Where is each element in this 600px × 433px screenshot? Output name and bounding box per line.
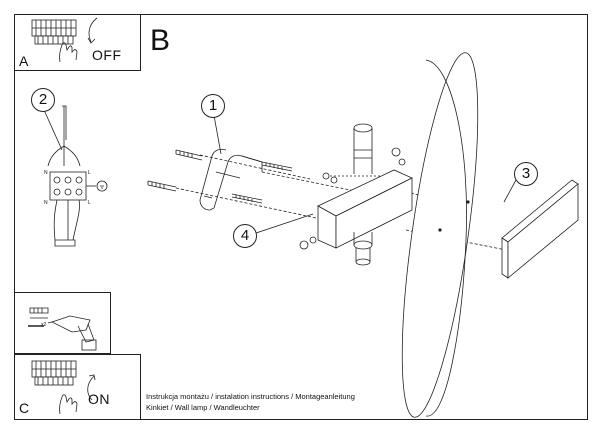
- callout-2: 2: [31, 88, 55, 112]
- drawing-frame: [14, 14, 588, 420]
- wiring-diagram-icon: [47, 105, 108, 247]
- oval-shade-icon: [401, 52, 479, 418]
- step-b-letter: B: [150, 24, 171, 57]
- caption-line-1: Instrukcja montażu / instalation instruc…: [146, 392, 355, 401]
- terminal-block-icon: [31, 19, 77, 45]
- dowel-icon: [28, 307, 49, 327]
- arrow-down-icon: [87, 17, 98, 44]
- drill-icon: [47, 315, 97, 351]
- screw-icon: [231, 161, 293, 204]
- neutral-label: N: [44, 200, 48, 206]
- terminal-block-icon: [31, 360, 77, 386]
- on-label: ON: [88, 391, 110, 407]
- dowel-count: x2: [41, 322, 47, 328]
- hand-icon: [59, 42, 78, 63]
- panel-c-letter: C: [19, 400, 30, 416]
- callout-4: 4: [233, 224, 257, 248]
- wall-dowel-icon: [147, 149, 203, 192]
- caption-line-2: Kinkiet / Wall lamp / Wandleuchter: [146, 403, 260, 412]
- hand-icon: [59, 394, 78, 415]
- mounting-bracket-icon: [199, 148, 263, 211]
- live-label: L: [88, 170, 91, 176]
- arrow-up-icon: [87, 374, 96, 401]
- lamp-socket-icon: [353, 123, 373, 266]
- nut-washer-icon: [299, 147, 406, 250]
- canopy-block-icon: [317, 169, 413, 249]
- off-label: OFF: [92, 47, 122, 63]
- panel-drilling: [14, 292, 111, 354]
- callout-1: 1: [201, 94, 225, 118]
- neutral-label: N: [44, 170, 48, 176]
- callout-3: 3: [514, 162, 538, 186]
- live-label: L: [88, 200, 91, 206]
- cover-plate-icon: [501, 179, 579, 279]
- panel-a-letter: A: [19, 53, 29, 69]
